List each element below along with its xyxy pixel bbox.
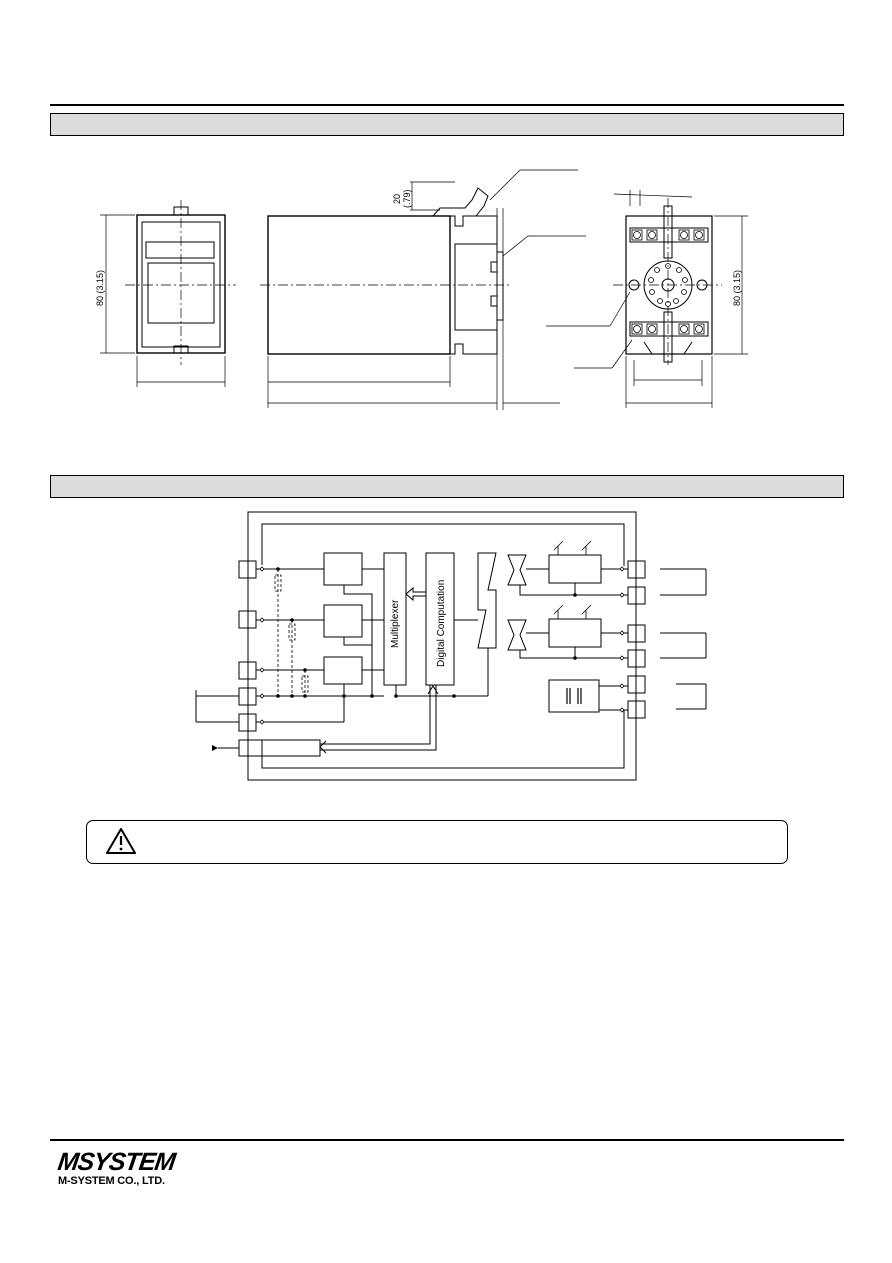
logo-mark: MSYSTEM xyxy=(56,1148,177,1176)
output-amp-1 xyxy=(548,554,602,584)
output-terminal-4 xyxy=(627,649,646,668)
multiplexer-block xyxy=(383,552,407,686)
socket-view xyxy=(546,190,748,408)
caution-box xyxy=(86,820,788,864)
front-view xyxy=(100,200,236,387)
socket-height-dimension: 80 (3.15) xyxy=(732,270,742,306)
side-view xyxy=(260,169,586,410)
dimension-drawing: 80 (3.15) 80 (3.15) 20 (.79) xyxy=(95,169,748,410)
output-terminal-5 xyxy=(627,675,646,694)
front-height-dimension: 80 (3.15) xyxy=(95,270,105,306)
power-supply-block xyxy=(548,679,600,713)
input-amp-2 xyxy=(323,604,363,638)
section-header-dimensions xyxy=(50,113,844,136)
top-rule xyxy=(50,104,844,106)
section-header-block-diagram xyxy=(50,475,844,498)
multiplexer-label: Multiplexer xyxy=(390,599,401,648)
output-terminal-1 xyxy=(627,560,646,579)
output-terminal-3 xyxy=(627,624,646,643)
input-amp-3 xyxy=(323,656,363,685)
output-amp-2 xyxy=(548,618,602,648)
output-terminal-6 xyxy=(627,700,646,719)
warning-triangle-icon xyxy=(106,828,136,854)
company-name: M-SYSTEM CO., LTD. xyxy=(58,1175,165,1187)
rail-offset-dimension: 20 xyxy=(392,194,402,204)
digital-computation-block xyxy=(425,552,455,686)
company-logo: MSYSTEM M-SYSTEM CO., LTD. xyxy=(56,1148,190,1188)
rail-offset-inch: (.79) xyxy=(402,189,412,208)
footer-rule xyxy=(50,1139,844,1141)
digital-computation-label: Digital Computation xyxy=(436,580,447,667)
output-terminal-2 xyxy=(627,586,646,605)
block-diagram: Multiplexer Digital Computation xyxy=(195,511,707,781)
power-terminal xyxy=(238,739,321,757)
input-amp-1 xyxy=(323,552,363,586)
